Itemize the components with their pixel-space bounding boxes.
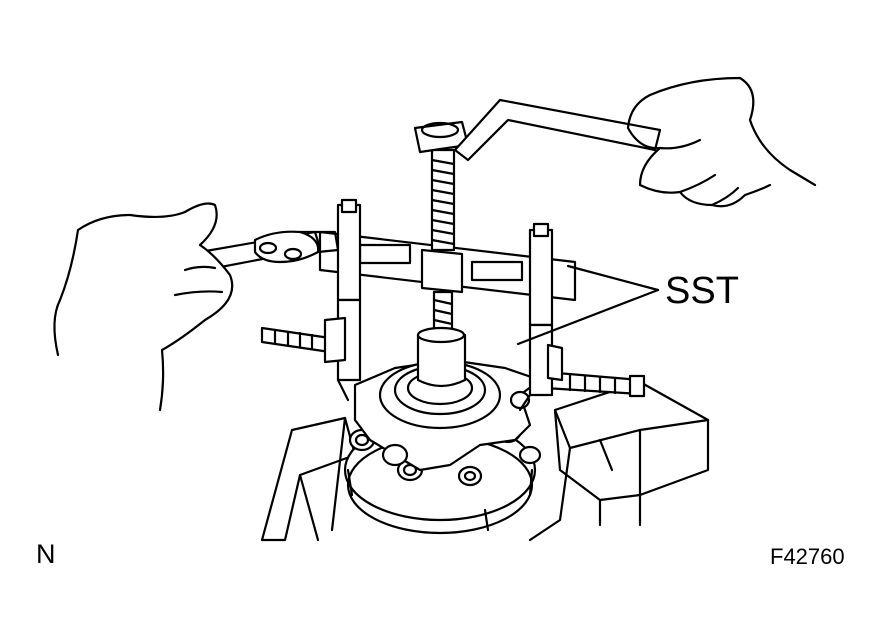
right-hand-icon xyxy=(626,76,817,208)
puller-tool-icon xyxy=(260,120,646,412)
sst-callout-label: SST xyxy=(665,270,739,312)
left-hand-icon xyxy=(53,202,340,412)
sst-leader-lines xyxy=(516,264,660,346)
vise-icon xyxy=(260,380,710,542)
wrench-icon xyxy=(453,98,662,162)
hub-bearing-icon xyxy=(343,358,542,535)
figure-code-label: F42760 xyxy=(770,544,845,569)
view-letter-label: N xyxy=(36,539,56,569)
